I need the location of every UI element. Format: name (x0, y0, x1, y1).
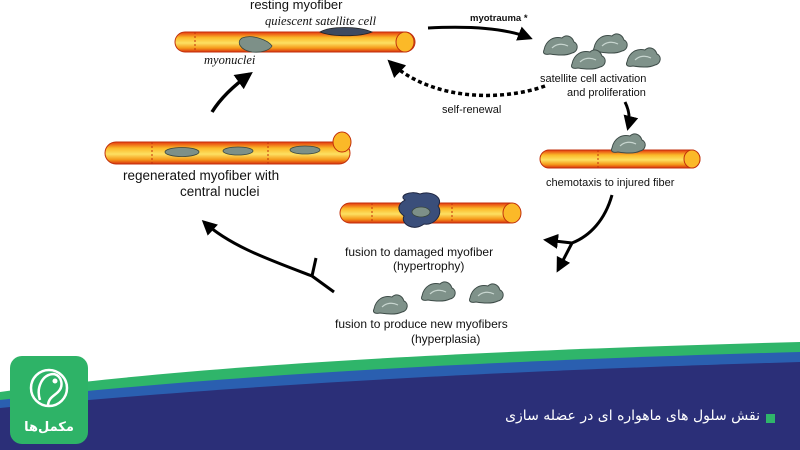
label-chemotaxis: chemotaxis to injured fiber (546, 177, 675, 189)
label-fusion-damaged-line1: fusion to damaged myofiber (345, 245, 493, 259)
arrow-self-renewal (387, 59, 546, 98)
activated-satellite-cells (542, 33, 661, 70)
logo-icon (10, 356, 88, 444)
arrow-branch-right (543, 194, 614, 273)
label-myotrauma: myotrauma * (470, 13, 528, 24)
logo-text: مکمل‌ها (24, 420, 74, 435)
banner-background (0, 342, 800, 450)
arrow-to-resting (210, 71, 253, 113)
fusing-satellite-cells (372, 281, 504, 315)
arrow-branch-left (201, 219, 335, 294)
label-activation-line2: and proliferation (567, 87, 646, 99)
label-regenerated-line1: regenerated myofiber with (123, 168, 279, 183)
caption-text: نقش سلول های ماهواره ای در عضله سازی (505, 408, 760, 424)
chemotaxis-fiber (539, 133, 701, 169)
damaged-myofiber (339, 192, 522, 228)
label-self-renewal: self-renewal (442, 104, 501, 116)
label-quiescent-satellite-cell: quiescent satellite cell (265, 14, 377, 28)
label-fusion-damaged-line2: (hypertrophy) (393, 259, 464, 273)
label-fusion-new-line1: fusion to produce new myofibers (335, 317, 508, 331)
label-resting-myofiber: resting myofiber (250, 0, 343, 12)
label-myonuclei: myonuclei (204, 53, 256, 67)
arrow-myotrauma (427, 25, 533, 41)
label-activation-line1: satellite cell activation (540, 73, 646, 85)
caption-bullet (766, 414, 775, 423)
arrow-to-chemotaxis (623, 101, 639, 131)
regenerated-myofiber (104, 131, 352, 165)
label-regenerated-line2: central nuclei (180, 184, 260, 199)
resting-myofiber (174, 27, 416, 53)
label-fusion-new-line2: (hyperplasia) (411, 332, 480, 346)
